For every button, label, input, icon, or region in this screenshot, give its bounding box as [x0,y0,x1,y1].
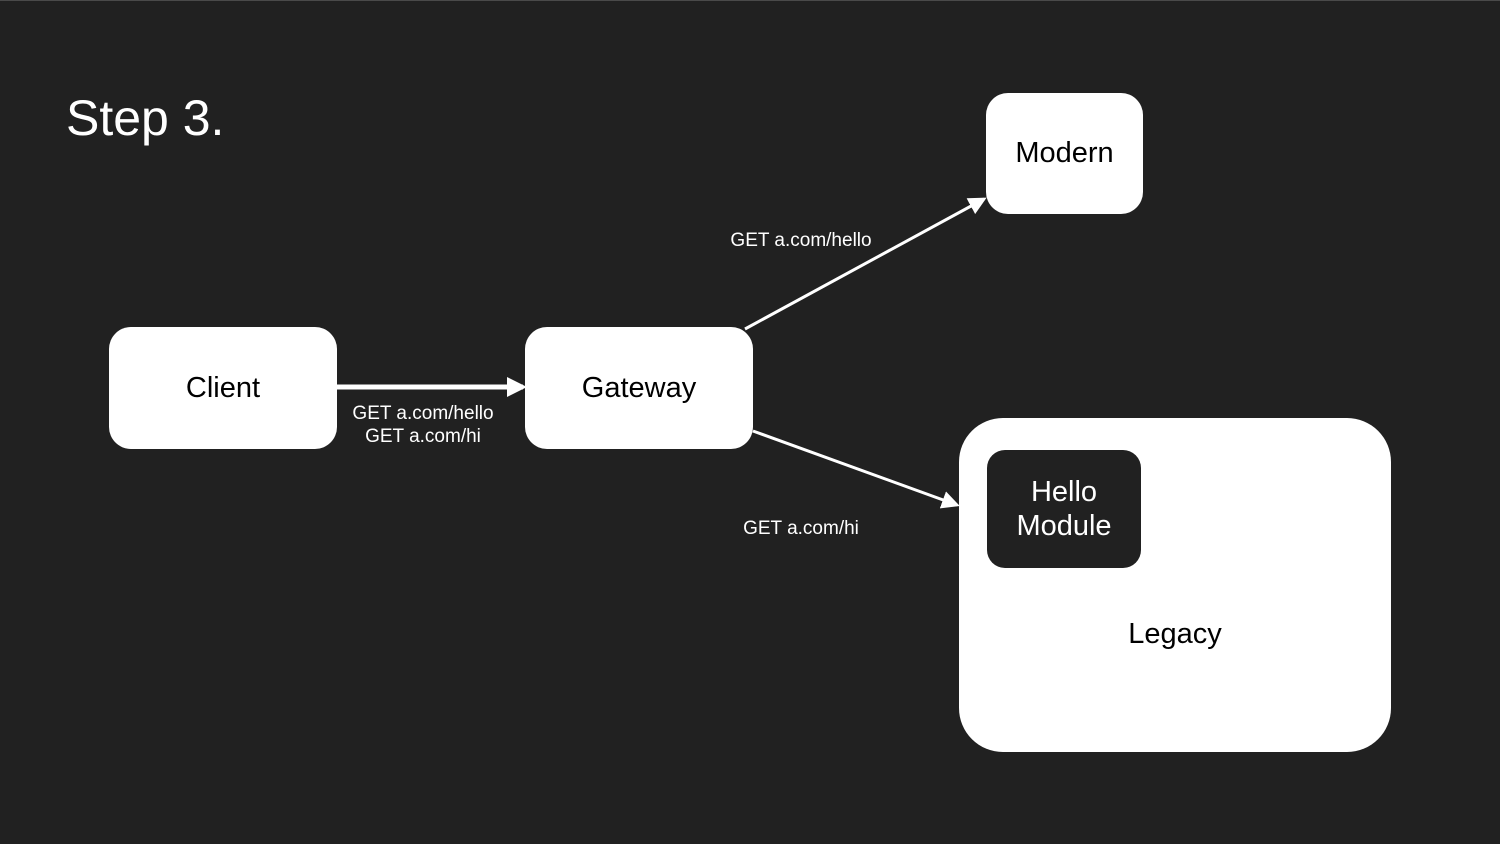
client-label: Client [185,371,261,404]
legacy-node: Hello Module Legacy [959,418,1391,752]
modern-node: Modern [986,93,1143,214]
slide-title: Step 3. [66,90,225,146]
gateway-modern-edge-label: GET a.com/hello [730,230,872,251]
hello-module-label: Hello Module [1016,476,1112,542]
hello-module-node: Hello Module [987,450,1141,568]
gateway-node: Gateway [525,327,753,449]
arrow-gateway-to-legacy [752,429,960,509]
arrow-gateway-to-modern [744,197,987,331]
edge-label-line: GET a.com/hi [365,426,481,447]
gateway-legacy-edge-label: GET a.com/hi [743,518,859,539]
client-node: Client [109,327,337,449]
legacy-label: Legacy [1128,618,1222,650]
gateway-label: Gateway [581,371,697,404]
modern-label: Modern [1015,137,1114,169]
edge-label-line: GET a.com/hello [352,403,494,424]
client-gateway-edge-label: GET a.com/hello GET a.com/hi [335,402,511,448]
